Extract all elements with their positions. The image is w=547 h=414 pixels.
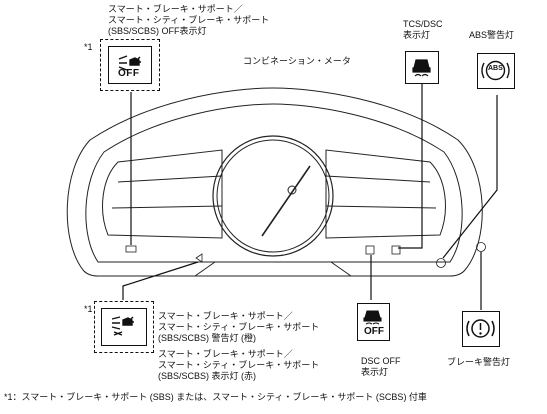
footnote: *1：スマート・ブレーキ・サポート (SBS) または、スマート・シティ・ブレー… [4,392,427,402]
dsc-off-label-line2: 表示灯 [361,367,389,377]
tcs-dsc-icon-box [405,51,439,84]
sbs-warning-dashed-frame [94,301,154,353]
speedometer-needle [261,165,311,237]
leader-sbs-warning [122,261,199,300]
tcs-icon-on-meter [391,245,401,255]
brake-label: ブレーキ警告灯 [447,357,511,367]
speedometer-inner-ring [216,139,330,253]
meter-outer-housing [66,87,483,277]
abs-icon-on-meter [436,258,446,268]
sbs-off-label-line3: (SBS/SCBS) OFF表示灯 [108,26,207,36]
dsc-off-label-line1: DSC OFF [361,356,401,366]
abs-label: ABS警告灯 [469,30,515,40]
sbs-warning-label-line3: (SBS/SCBS) 警告灯 (橙) [158,333,257,343]
tcs-dsc-label-line1: TCS/DSC [403,19,443,29]
sbs-warning-icon [111,316,134,336]
dsc-off-icon-text: OFF [364,326,384,337]
sbs-off-icon [118,55,141,71]
abs-icon-text: ABS [488,65,503,72]
sbs-off-label-line1: スマート・ブレーキ・サポート／ [108,4,243,14]
sbs-off-icon-text: OFF [118,68,140,79]
sbs-off-label-line2: スマート・シティ・ブレーキ・サポート [108,15,270,25]
sbs-off-dashed-frame [100,39,160,91]
leader-tcs [398,84,423,249]
brake-icon-box [462,311,500,347]
brake-warning-icon [466,319,495,338]
leader-abs [442,95,498,259]
sbs-indicator-label-line2: スマート・シティ・ブレーキ・サポート [158,360,320,370]
sbs-off-icon-box: OFF [108,46,152,84]
left-display-panel [102,149,223,239]
dsc-off-icon [363,310,382,325]
abs-icon [481,60,510,81]
abs-icon-box: ABS [477,53,515,89]
sbs-warning-label-line1: スマート・ブレーキ・サポート／ [158,311,293,321]
tcs-dsc-label-line2: 表示灯 [403,30,431,40]
combination-meter-label: コンビネーション・メータ [243,56,351,66]
footnote-mark-bottom: *1 [84,304,93,314]
speedometer-outer-ring [212,135,334,257]
footnote-mark-top: *1 [84,42,93,52]
right-display-panel [325,149,446,239]
meter-inner-housing [85,103,463,263]
sbs-warning-label-line2: スマート・シティ・ブレーキ・サポート [158,322,320,332]
brake-icon-on-meter [476,242,486,252]
tcs-dsc-icon [412,59,431,77]
sbs-indicator-label-line3: (SBS/SCBS) 表示灯 (赤) [158,371,257,381]
dsc-off-icon-on-meter [365,245,375,255]
sbs-warning-icon-box [101,308,147,346]
sbs-warning-icon-on-meter [195,253,203,263]
sbs-off-icon-on-meter [125,245,137,253]
dsc-off-icon-box: OFF [357,303,390,341]
sbs-indicator-label-line1: スマート・ブレーキ・サポート／ [158,349,293,359]
